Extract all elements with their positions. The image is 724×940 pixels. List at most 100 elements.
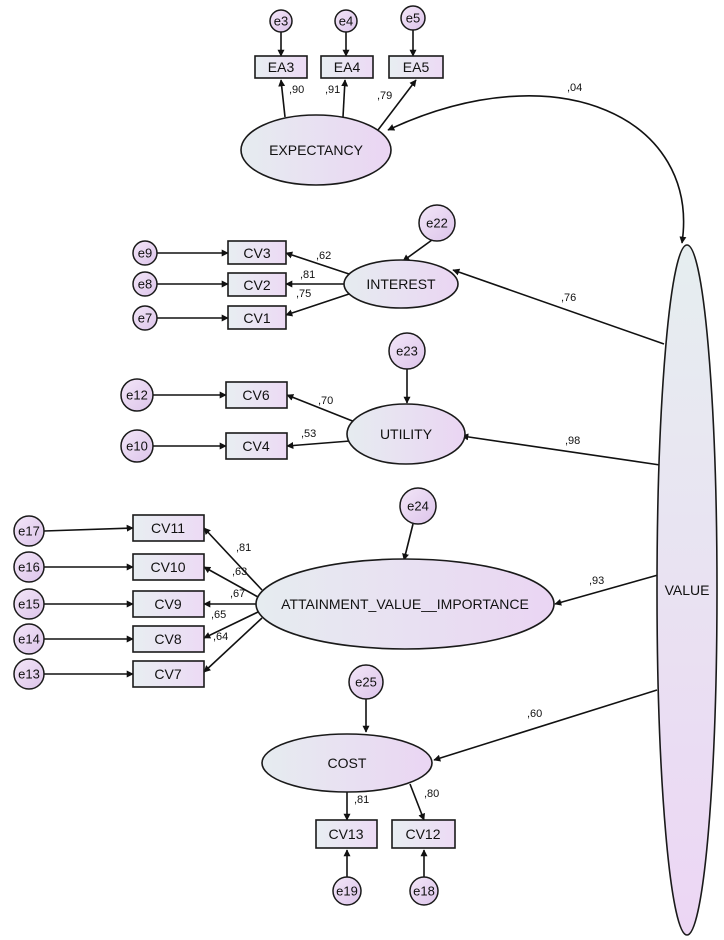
indicator-cv13-label: CV13 — [328, 826, 363, 842]
error-e10[interactable]: e10 — [120, 429, 154, 463]
error-e7-label: e7 — [138, 311, 152, 326]
error-e12-label: e12 — [126, 388, 148, 403]
coef-cv7: ,64 — [213, 631, 228, 643]
error-e8-label: e8 — [138, 277, 152, 292]
path-utility-cv4 — [286, 440, 351, 449]
error-e9[interactable]: e9 — [132, 240, 158, 266]
error-e17-label: e17 — [18, 524, 40, 539]
path-value-utility — [461, 433, 661, 466]
indicator-cv2[interactable]: CV2 — [227, 272, 287, 297]
indicator-cv9[interactable]: CV9 — [132, 590, 205, 618]
coef-ea5: ,79 — [377, 90, 392, 102]
path-expectancy-ea3 — [278, 79, 286, 118]
indicator-cv10-label: CV10 — [150, 559, 185, 575]
error-e23[interactable]: e23 — [388, 332, 426, 370]
error-e17[interactable]: e17 — [13, 515, 45, 547]
path-expectancy-ea4 — [341, 79, 349, 118]
latent-utility[interactable]: UTILITY — [346, 403, 466, 465]
indicator-ea4-label: EA4 — [334, 59, 361, 75]
coef-cv2: ,81 — [300, 269, 315, 281]
indicator-cv8[interactable]: CV8 — [132, 625, 205, 653]
indicator-cv8-label: CV8 — [154, 631, 181, 647]
error-e3[interactable]: e3 — [269, 9, 293, 33]
indicator-cv9-label: CV9 — [154, 596, 181, 612]
coef-cv12: ,80 — [424, 788, 439, 800]
path-interest-cv1 — [285, 293, 350, 317]
error-e18[interactable]: e18 — [409, 876, 439, 906]
indicator-cv12[interactable]: CV12 — [391, 819, 456, 849]
path-value-interest — [452, 268, 665, 345]
coef-value-utility: ,98 — [565, 435, 580, 447]
error-e13-label: e13 — [18, 667, 40, 682]
indicator-cv4[interactable]: CV4 — [225, 432, 288, 460]
indicator-cv3-label: CV3 — [243, 245, 270, 261]
coef-cv3: ,62 — [316, 250, 331, 262]
error-e14-label: e14 — [18, 632, 40, 647]
error-e19[interactable]: e19 — [332, 876, 362, 906]
error-e4[interactable]: e4 — [334, 9, 358, 33]
path-cost-cv12 — [409, 783, 425, 821]
error-e19-label: e19 — [336, 884, 358, 899]
latent-interest-label: INTEREST — [366, 276, 436, 292]
indicator-cv11-label: CV11 — [151, 520, 185, 536]
indicator-cv3[interactable]: CV3 — [227, 240, 287, 265]
error-e9-label: e9 — [138, 246, 152, 261]
coef-cv10: ,63 — [232, 566, 247, 578]
coef-value-cost: ,60 — [527, 708, 542, 720]
error-e5[interactable]: e5 — [400, 5, 426, 31]
error-e18-label: e18 — [413, 884, 435, 899]
error-e16-label: e16 — [18, 560, 40, 575]
error-e8[interactable]: e8 — [132, 271, 158, 297]
error-terms: e3 e4 e5 e9 e8 e7 e12 e10 e17 e16 e15 e1… — [13, 5, 456, 906]
error-e25[interactable]: e25 — [348, 664, 384, 700]
indicator-ea5[interactable]: EA5 — [388, 55, 444, 79]
coef-cv6: ,70 — [318, 395, 333, 407]
coef-ea3: ,90 — [289, 84, 304, 96]
error-e25-label: e25 — [355, 675, 377, 690]
error-e24[interactable]: e24 — [399, 487, 437, 525]
latent-cost-label: COST — [328, 755, 367, 771]
path-value-attainment — [554, 574, 659, 606]
paths — [43, 30, 687, 877]
coef-cv8: ,65 — [211, 609, 226, 621]
coef-cv11: ,81 — [236, 542, 251, 554]
error-e5-label: e5 — [406, 11, 420, 26]
indicator-cv6[interactable]: CV6 — [225, 381, 288, 409]
error-e3-label: e3 — [274, 14, 288, 29]
latent-attainment-label: ATTAINMENT_VALUE__IMPORTANCE — [281, 596, 529, 612]
indicator-cv10[interactable]: CV10 — [132, 553, 205, 581]
error-e15[interactable]: e15 — [13, 588, 45, 620]
indicator-cv12-label: CV12 — [405, 826, 440, 842]
coef-expectancy-value: ,04 — [567, 82, 582, 94]
error-e13[interactable]: e13 — [13, 658, 45, 690]
observed-indicators: EA3 EA4 EA5 CV3 CV2 CV1 CV6 CV4 — [132, 55, 456, 849]
error-e16[interactable]: e16 — [13, 551, 45, 583]
error-e14[interactable]: e14 — [13, 623, 45, 655]
coef-cv13: ,81 — [354, 794, 369, 806]
error-e7[interactable]: e7 — [132, 305, 158, 331]
indicator-cv11[interactable]: CV11 — [132, 514, 205, 542]
error-e10-label: e10 — [126, 439, 148, 454]
coefficient-labels: ,04 ,90 ,91 ,79 ,62 ,81 ,75 ,70 ,53 ,81 … — [211, 82, 604, 806]
coef-ea4: ,91 — [325, 84, 340, 96]
indicator-cv13[interactable]: CV13 — [315, 819, 378, 849]
latent-cost[interactable]: COST — [261, 733, 433, 793]
indicator-cv1[interactable]: CV1 — [227, 305, 287, 330]
indicator-ea3[interactable]: EA3 — [254, 55, 308, 79]
latent-attainment[interactable]: ATTAINMENT_VALUE__IMPORTANCE — [255, 558, 555, 650]
latent-value[interactable]: VALUE — [656, 244, 718, 936]
error-e22[interactable]: e22 — [418, 204, 456, 242]
indicator-cv2-label: CV2 — [243, 277, 270, 293]
error-e4-label: e4 — [339, 14, 353, 29]
indicator-cv7[interactable]: CV7 — [132, 660, 205, 688]
indicator-cv7-label: CV7 — [154, 666, 181, 682]
latent-interest[interactable]: INTEREST — [343, 259, 459, 309]
coef-cv9: ,67 — [230, 588, 245, 600]
error-e12[interactable]: e12 — [120, 378, 154, 412]
latent-expectancy[interactable]: EXPECTANCY — [240, 114, 392, 186]
path-utility-cv6 — [286, 394, 356, 423]
coef-cv4: ,53 — [301, 428, 316, 440]
indicator-ea4[interactable]: EA4 — [320, 55, 374, 79]
path-e22-interest — [402, 239, 433, 262]
